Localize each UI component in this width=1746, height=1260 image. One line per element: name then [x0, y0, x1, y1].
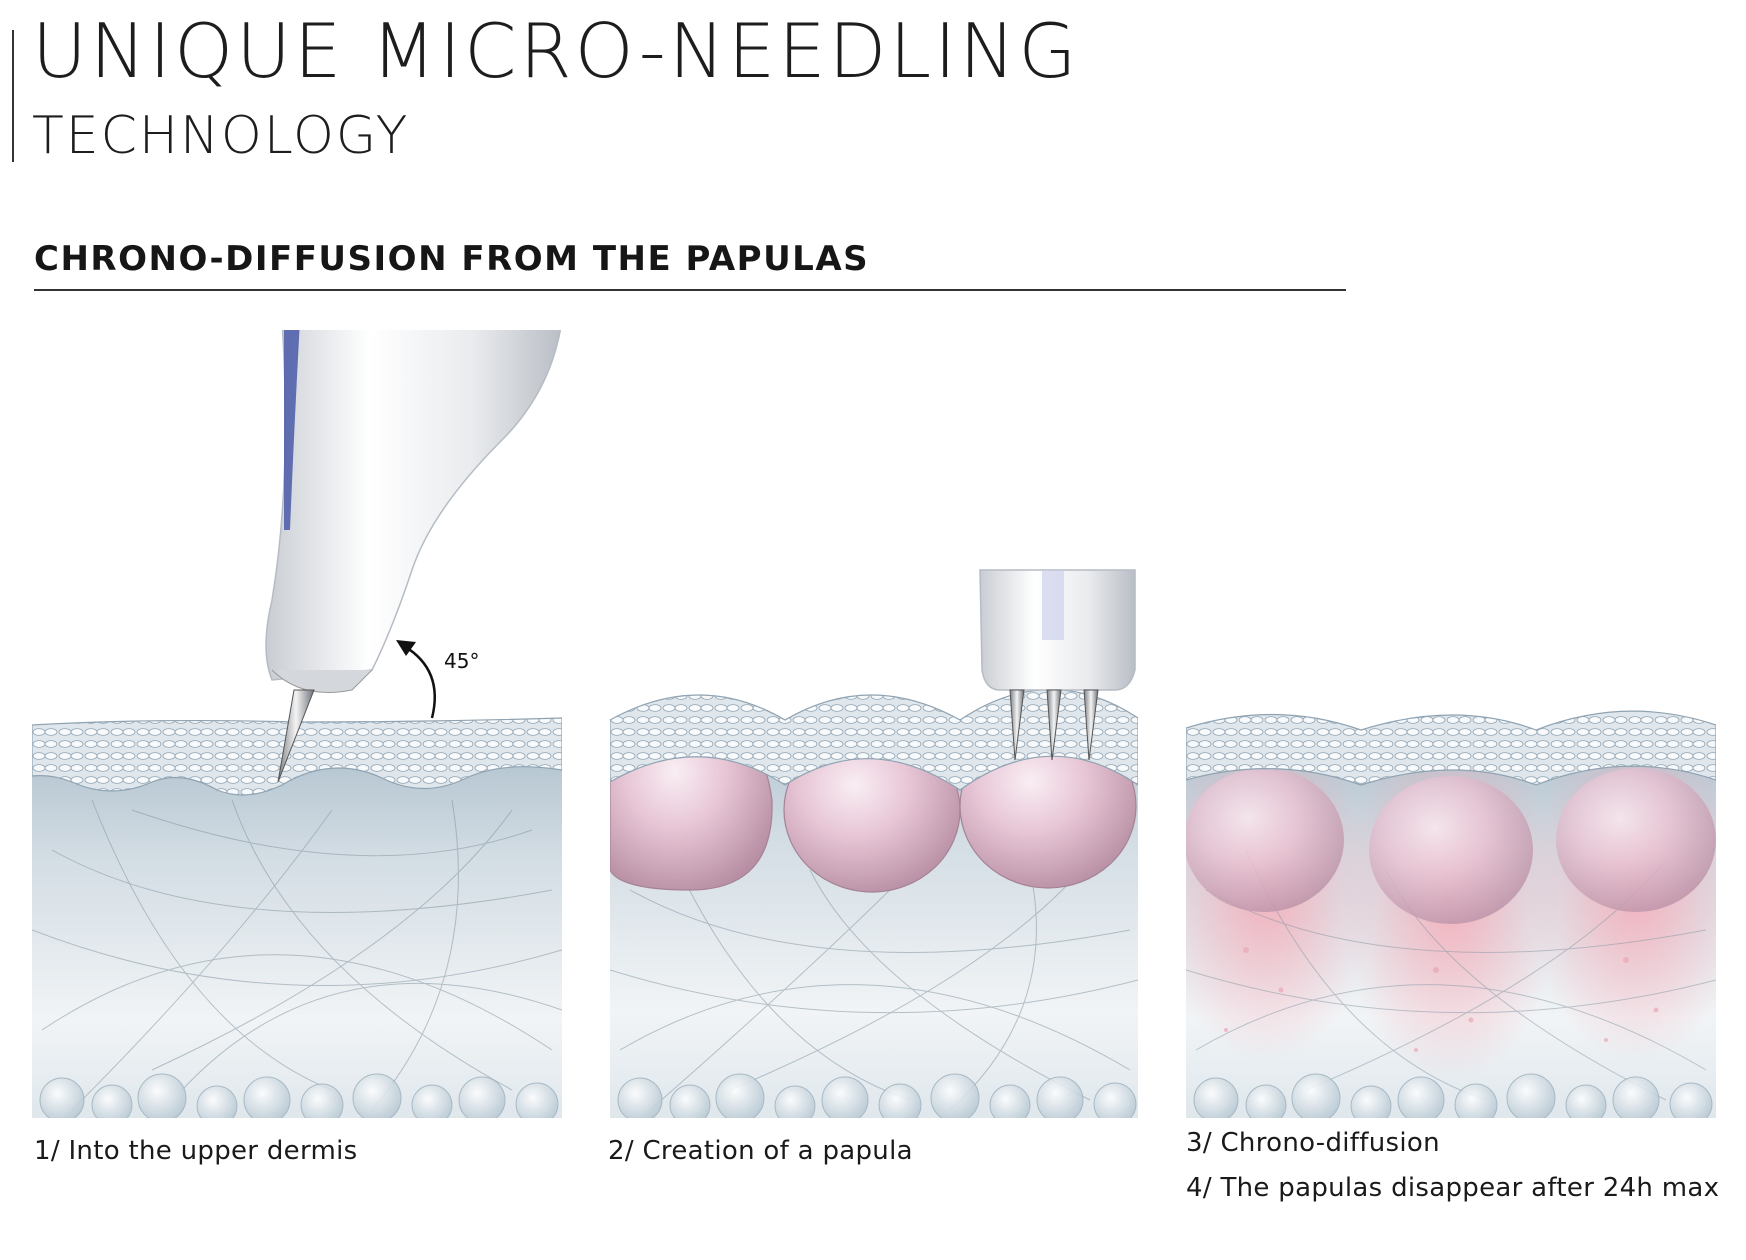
title-accent-bar: [12, 30, 14, 162]
angle-label: 45°: [444, 649, 479, 673]
illustration-upper-dermis: 45°: [32, 330, 562, 1130]
caption-step-1: 1/ Into the upper dermis: [34, 1136, 358, 1166]
panel-upper-dermis: 45°: [32, 330, 562, 1130]
section-divider: [34, 289, 1346, 291]
caption-step-4: 4/ The papulas disappear after 24h max: [1186, 1173, 1720, 1203]
illustration-chrono-diffusion: [1186, 710, 1716, 1130]
section-heading: CHRONO-DIFFUSION FROM THE PAPULAS: [34, 239, 870, 279]
caption-step-3: 3/ Chrono-diffusion: [1186, 1128, 1440, 1158]
panel-creation-papula: [610, 330, 1138, 1130]
panel-chrono-diffusion: [1186, 330, 1716, 1130]
page-title: UNIQUE MICRO-NEEDLING: [32, 7, 1080, 95]
page-subtitle: TECHNOLOGY: [32, 106, 410, 166]
illustration-creation-papula: [610, 569, 1138, 1130]
caption-step-2: 2/ Creation of a papula: [608, 1136, 913, 1166]
